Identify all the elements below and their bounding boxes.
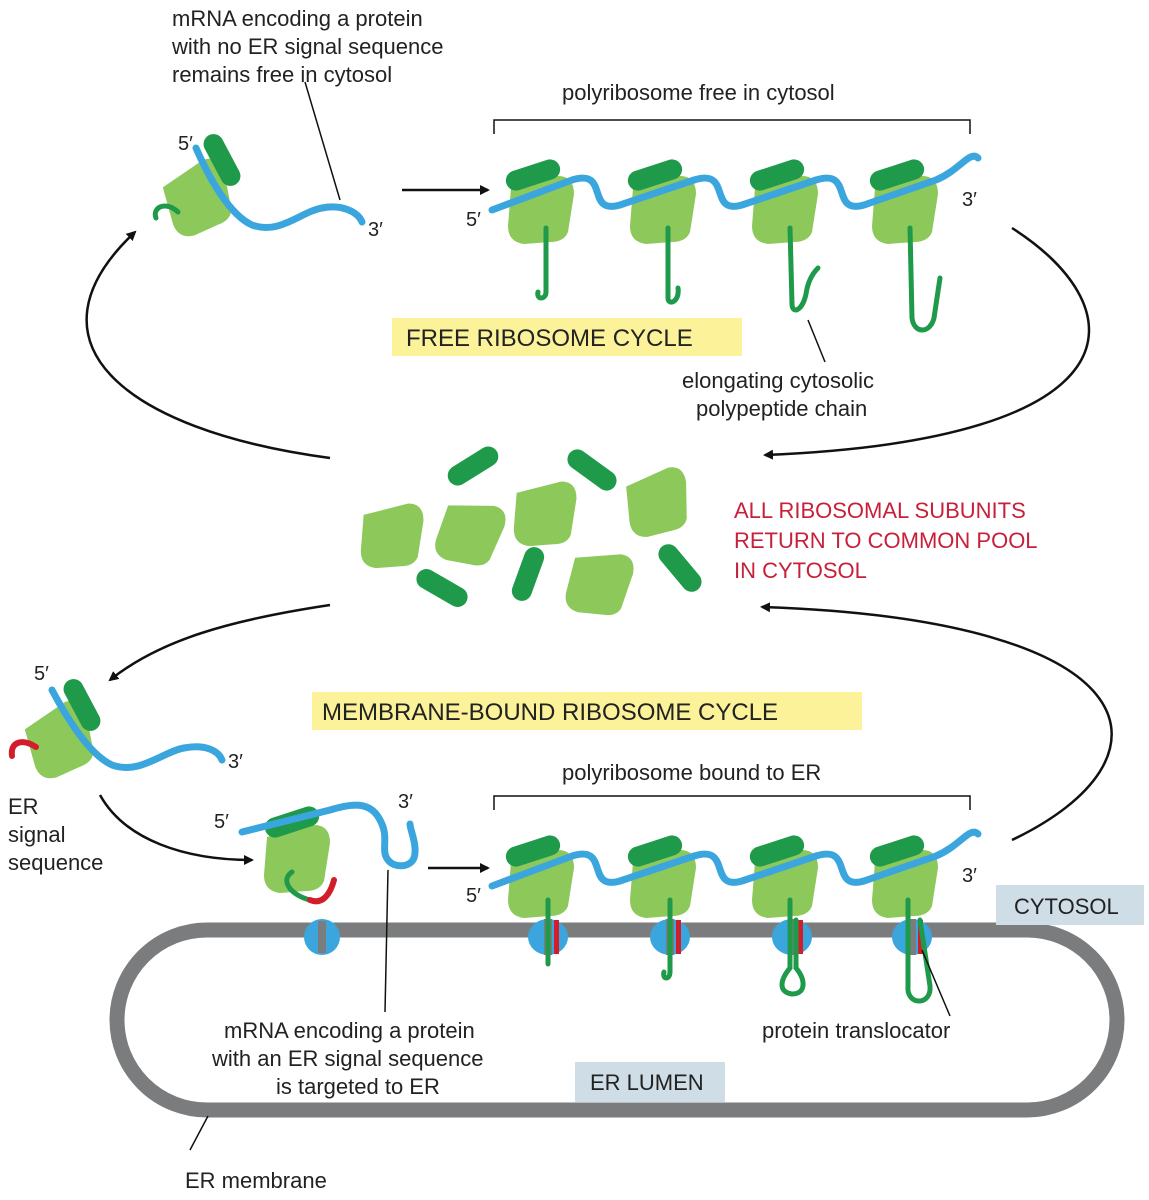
- five-prime-label: 5′: [34, 663, 49, 685]
- er-signal-line3: sequence: [8, 850, 103, 875]
- single-ribosome-signal: [8, 675, 226, 784]
- three-prime-label: 3′: [962, 865, 977, 887]
- mrna-free-line2: with no ER signal sequence: [171, 34, 444, 59]
- docking-ribosome: [238, 801, 419, 955]
- ribosome-pool: [360, 442, 706, 621]
- three-prime-label: 3′: [398, 791, 413, 813]
- pool-line3: IN CYTOSOL: [734, 558, 867, 583]
- mrna-er-line1: mRNA encoding a protein: [224, 1018, 475, 1043]
- five-prime-label: 5′: [466, 885, 481, 907]
- pool-line2: RETURN TO COMMON POOL: [734, 528, 1038, 553]
- leader-translocator: [921, 949, 951, 1017]
- five-prime-label: 5′: [178, 133, 193, 155]
- single-ribosome-free: [152, 130, 366, 242]
- bracket-polyribosome-free: [493, 119, 971, 134]
- membrane-cycle-label: MEMBRANE-BOUND RIBOSOME CYCLE: [322, 699, 778, 726]
- mrna-er-line2: with an ER signal sequence: [211, 1046, 484, 1071]
- membrane-cycle-highlight: [312, 692, 862, 730]
- polyribosome-free-label: polyribosome free in cytosol: [562, 80, 835, 105]
- leader-elongating: [807, 319, 826, 363]
- cytosol-label: CYTOSOL: [1014, 894, 1119, 919]
- leader-mrna-free: [304, 81, 341, 201]
- elongating-line1: elongating cytosolic: [682, 368, 874, 393]
- polyribosome-free: [488, 152, 982, 333]
- free-cycle-label: FREE RIBOSOME CYCLE: [406, 325, 693, 352]
- arrow-free-to-pool: [763, 226, 1091, 460]
- three-prime-label: 3′: [368, 219, 383, 241]
- arrow-pool-to-membrane: [108, 603, 331, 682]
- er-signal-line1: ER: [8, 794, 39, 819]
- cytosol-highlight: [996, 885, 1144, 925]
- mrna-er-line3: is targeted to ER: [276, 1074, 440, 1099]
- three-prime-label: 3′: [962, 189, 977, 211]
- five-prime-label: 5′: [214, 811, 229, 833]
- er-lumen-label: ER LUMEN: [590, 1070, 704, 1095]
- er-signal-line2: signal: [8, 822, 65, 847]
- protein-translocator-label: protein translocator: [762, 1018, 950, 1043]
- leader-mrna-er: [384, 869, 389, 1013]
- five-prime-label: 5′: [466, 209, 481, 231]
- leader-er-membrane: [189, 1115, 209, 1151]
- free-cycle-highlight: [392, 318, 742, 356]
- er-lumen-highlight: [575, 1062, 725, 1102]
- er-membrane-label: ER membrane: [185, 1168, 327, 1193]
- polyribosome-er: [488, 828, 982, 1004]
- bracket-polyribosome-er: [493, 795, 971, 810]
- polyribosome-er-label: polyribosome bound to ER: [562, 760, 821, 785]
- elongating-line2: polypeptide chain: [696, 396, 867, 421]
- mrna-free-line3: remains free in cytosol: [172, 62, 392, 87]
- pool-line1: ALL RIBOSOMAL SUBUNITS: [734, 498, 1026, 523]
- arrow-pool-to-free: [85, 230, 331, 460]
- three-prime-label: 3′: [228, 751, 243, 773]
- er-membrane: [109, 922, 1125, 1118]
- mrna-free-line1: mRNA encoding a protein: [172, 6, 423, 31]
- arrow-signal-to-docking: [98, 794, 254, 865]
- arrow-membrane-to-pool: [760, 602, 1113, 842]
